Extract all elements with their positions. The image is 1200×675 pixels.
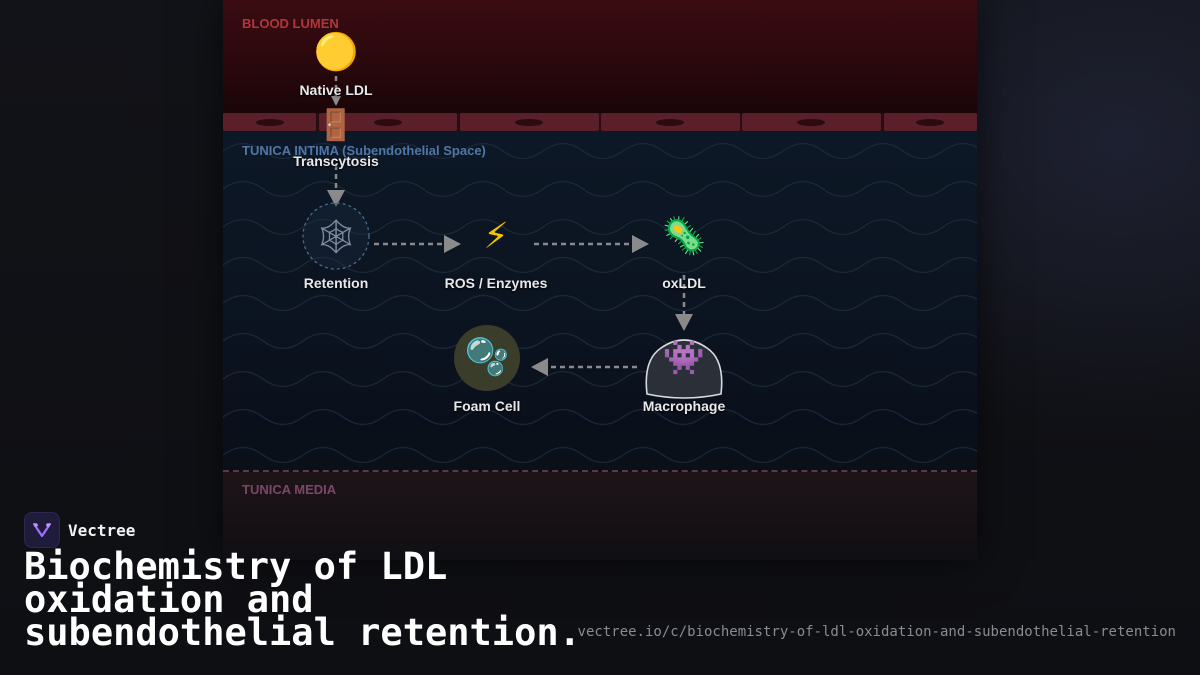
foam-cell-label: Foam Cell bbox=[453, 398, 521, 414]
door-icon: 🚪 bbox=[317, 108, 355, 143]
page-title: Biochemistry of LDL oxidation and subend… bbox=[24, 545, 581, 654]
yellow-circle-icon: 🟡 bbox=[313, 32, 359, 73]
endothelial-cell bbox=[223, 113, 316, 131]
tunica-media-label: TUNICA MEDIA bbox=[242, 482, 337, 497]
endothelial-cell bbox=[742, 113, 881, 131]
tunica-intima-label: TUNICA INTIMA (Subendothelial Space) bbox=[242, 143, 486, 158]
collagen-fiber-texture bbox=[223, 132, 977, 470]
microbe-icon: 🦠 bbox=[661, 216, 707, 257]
endothelial-cell bbox=[319, 113, 457, 131]
endothelial-cell bbox=[460, 113, 599, 131]
macrophage-label: Macrophage bbox=[642, 398, 726, 414]
endothelial-nucleus bbox=[374, 119, 402, 126]
endothelial-cell bbox=[884, 113, 977, 131]
oxldl-label: oxLDL bbox=[662, 275, 706, 291]
page-url[interactable]: vectree.io/c/biochemistry-of-ldl-oxidati… bbox=[577, 624, 1176, 640]
endothelial-nucleus bbox=[656, 119, 684, 126]
endothelial-nucleus bbox=[916, 119, 944, 126]
endothelial-nucleus bbox=[256, 119, 284, 126]
macrophage-body bbox=[645, 339, 723, 399]
retention-label: Retention bbox=[303, 275, 369, 291]
brand: Vectree bbox=[24, 512, 135, 548]
bubbles-icon: 🫧 bbox=[464, 337, 510, 378]
monster-icon: 👾 bbox=[662, 338, 706, 378]
retention-halo bbox=[302, 202, 370, 270]
diagram-panel: BLOOD LUMEN TUNICA INTIMA (Subendothelia… bbox=[223, 0, 977, 560]
native-ldl-label: Native LDL bbox=[299, 82, 373, 98]
lightning-icon: ⚡ bbox=[483, 216, 509, 257]
tunica-media-zone bbox=[223, 470, 977, 560]
flow-arrows bbox=[302, 76, 723, 399]
spider-web-icon: 🕸 bbox=[314, 217, 358, 257]
endothelial-cell bbox=[601, 113, 740, 131]
brand-name: Vectree bbox=[68, 520, 136, 540]
endothelium-layer bbox=[223, 113, 977, 132]
blood-lumen-zone bbox=[223, 0, 977, 113]
vectree-logo-icon bbox=[24, 512, 60, 548]
endothelial-nucleus bbox=[797, 119, 825, 126]
transcytosis-label: Transcytosis bbox=[293, 153, 379, 169]
endothelial-nucleus bbox=[515, 119, 543, 126]
ros-enzymes-label: ROS / Enzymes bbox=[444, 275, 548, 291]
foam-cell-body bbox=[454, 325, 520, 391]
blood-lumen-label: BLOOD LUMEN bbox=[242, 16, 339, 31]
tunica-intima-zone bbox=[223, 132, 977, 470]
